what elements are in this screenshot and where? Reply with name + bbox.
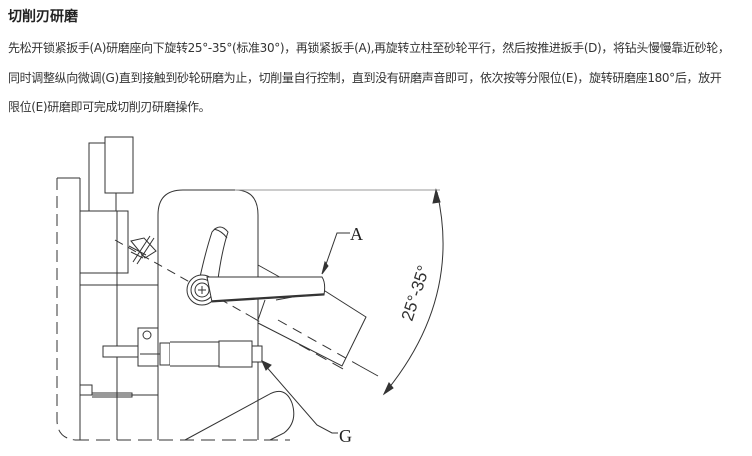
paragraph-line-1: 先松开锁紧扳手(A)研磨座向下旋转25°-35°(标准30°)，再锁紧扳手(A)… — [8, 41, 730, 55]
angle-annotation: 25°-35° — [398, 263, 434, 323]
paragraph-line-2: 同时调整纵向微调(G)直到接触到砂轮研磨为止，切削量自行控制，直到没有研磨声音即… — [8, 70, 722, 85]
label-a: A — [350, 224, 363, 244]
grinding-diagram: A G 25°-35° — [0, 120, 752, 452]
grinding-machine-drawing: A G 25°-35° — [56, 136, 444, 446]
instruction-paragraph: 先松开锁紧扳手(A)研磨座向下旋转25°-35°(标准30°)，再锁紧扳手(A)… — [8, 34, 750, 123]
micrometer-g — [102, 327, 263, 368]
paragraph-line-3: 限位(E)研磨即可完成切削刃研磨操作。 — [8, 100, 211, 114]
label-g: G — [339, 426, 352, 446]
knob-icon — [128, 235, 157, 265]
section-title: 切削刃研磨 — [8, 9, 78, 25]
lock-handle-a — [186, 274, 326, 306]
